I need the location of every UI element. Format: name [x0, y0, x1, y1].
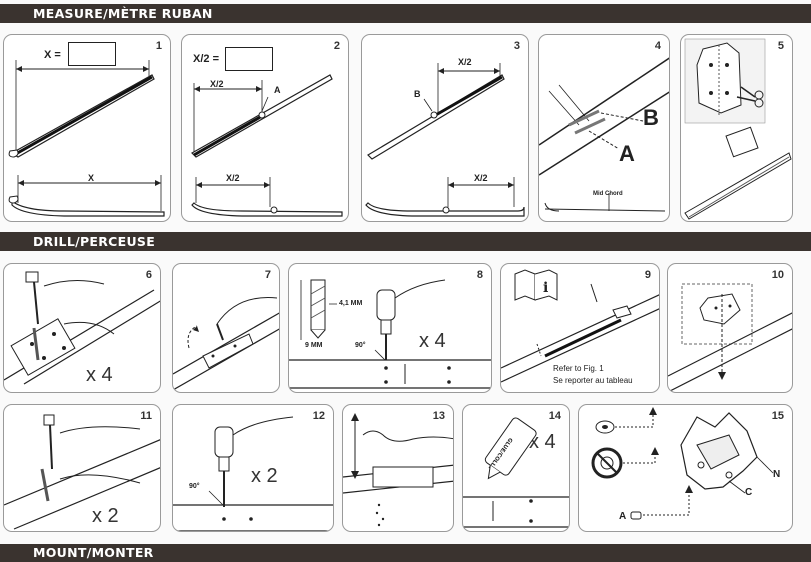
step-number: 10 [771, 269, 784, 281]
x-half-equals-label: X/2 = [193, 53, 219, 65]
mark-lines-drawing [539, 57, 669, 212]
x-half-bottom-label: X/2 [226, 173, 240, 183]
drill-heel-drawing [173, 416, 333, 531]
template-cut-drawing [684, 38, 792, 220]
refer-to-figure-text: Refer to Fig. 1 [553, 364, 604, 373]
step-number: 7 [264, 269, 271, 281]
drill-depth-label: 9 MM [305, 342, 323, 349]
section-header-drill: DRILL/PERCEUSE [0, 232, 811, 251]
ski-tip-measure-drawing [365, 63, 525, 217]
step-panel-7: 7 [172, 263, 280, 393]
x-half-top-label: X/2 [210, 79, 224, 89]
x-label: X [88, 173, 95, 183]
step-number: 4 [654, 40, 661, 52]
count-label: x 4 [529, 431, 556, 453]
step-number: 14 [548, 410, 561, 422]
measurement-box [225, 47, 273, 71]
binding-assembly-drawing [591, 407, 774, 520]
mark-b-label: B [643, 105, 659, 130]
mark-a-label: A [619, 141, 635, 166]
punch-template-drawing [4, 271, 160, 385]
svg-text:i: i [543, 280, 548, 296]
step-panel-12: 12 90° x 2 [172, 404, 334, 532]
step-panel-2: 2 X/2 = X/2 A X/2 [181, 34, 349, 222]
step-number: 5 [777, 40, 784, 52]
count-label: x 2 [92, 505, 119, 527]
step-panel-13: 13 [342, 404, 454, 532]
step-panel-8: 8 4,1 MM 9 MM 90° x 4 [288, 263, 492, 393]
step-number: 11 [140, 410, 152, 422]
angle-label: 90° [189, 483, 200, 490]
section-header-mount: MOUNT/MONTER [0, 544, 811, 562]
step-panel-10: 10 [667, 263, 793, 393]
step-panel-9: 9 Refer to Fig. 1 Se reporter au tableau… [500, 263, 660, 393]
point-a-label: A [274, 85, 281, 95]
adjustment-reference-drawing: i [501, 269, 659, 383]
count-label: x 4 [86, 364, 113, 386]
punch-heel-drawing [4, 414, 160, 530]
drill-diameter-label: 4,1 MM [339, 300, 363, 307]
step-panel-15: 15 N C A [578, 404, 793, 532]
refer-to-table-text: Se reporter au tableau [553, 376, 633, 385]
step-number: 9 [644, 269, 651, 281]
part-a-label: A [619, 511, 627, 522]
part-c-label: C [745, 487, 753, 498]
step-number: 3 [513, 40, 520, 52]
drill-holes-drawing [289, 279, 491, 389]
section-header-measure: MEASURE/MÈTRE RUBAN [0, 4, 811, 23]
step-panel-6: 6 x 4 [3, 263, 161, 393]
step-panel-11: 11 x 2 [3, 404, 161, 532]
x-half-bottom-label: X/2 [474, 173, 488, 183]
step-panel-5: 5 [680, 34, 793, 222]
step-number: 2 [333, 40, 340, 52]
x-equals-label: X = [44, 49, 61, 61]
step-panel-1: 1 X = X [3, 34, 171, 222]
step-number: 13 [432, 410, 445, 422]
step-panel-3: 3 X/2 B X/2 [361, 34, 529, 222]
count-label: x 4 [419, 330, 446, 352]
step-number: 12 [312, 410, 325, 422]
remove-template-drawing [173, 297, 279, 391]
ski-midpoint-drawing [191, 74, 343, 217]
step-panel-4: 4 B A Mid Chord [538, 34, 670, 222]
step-panel-14: 14 x 4 GLUE/COLLE [462, 404, 570, 532]
second-template-drawing [668, 283, 792, 392]
glue-holes-drawing: GLUE/COLLE [463, 417, 569, 528]
step-number: 8 [476, 269, 483, 281]
step-number: 15 [771, 410, 784, 422]
step-number: 6 [145, 269, 152, 281]
count-label: x 2 [251, 465, 278, 487]
measurement-box [68, 42, 116, 66]
part-n-label: N [773, 469, 781, 480]
step-number: 1 [155, 40, 162, 52]
x-half-top-label: X/2 [458, 57, 472, 67]
point-b-label: B [414, 89, 421, 99]
remove-second-template-drawing [343, 413, 453, 527]
angle-label: 90° [355, 342, 366, 349]
ski-measure-drawing [8, 60, 165, 217]
mid-chord-label: Mid Chord [593, 191, 623, 197]
